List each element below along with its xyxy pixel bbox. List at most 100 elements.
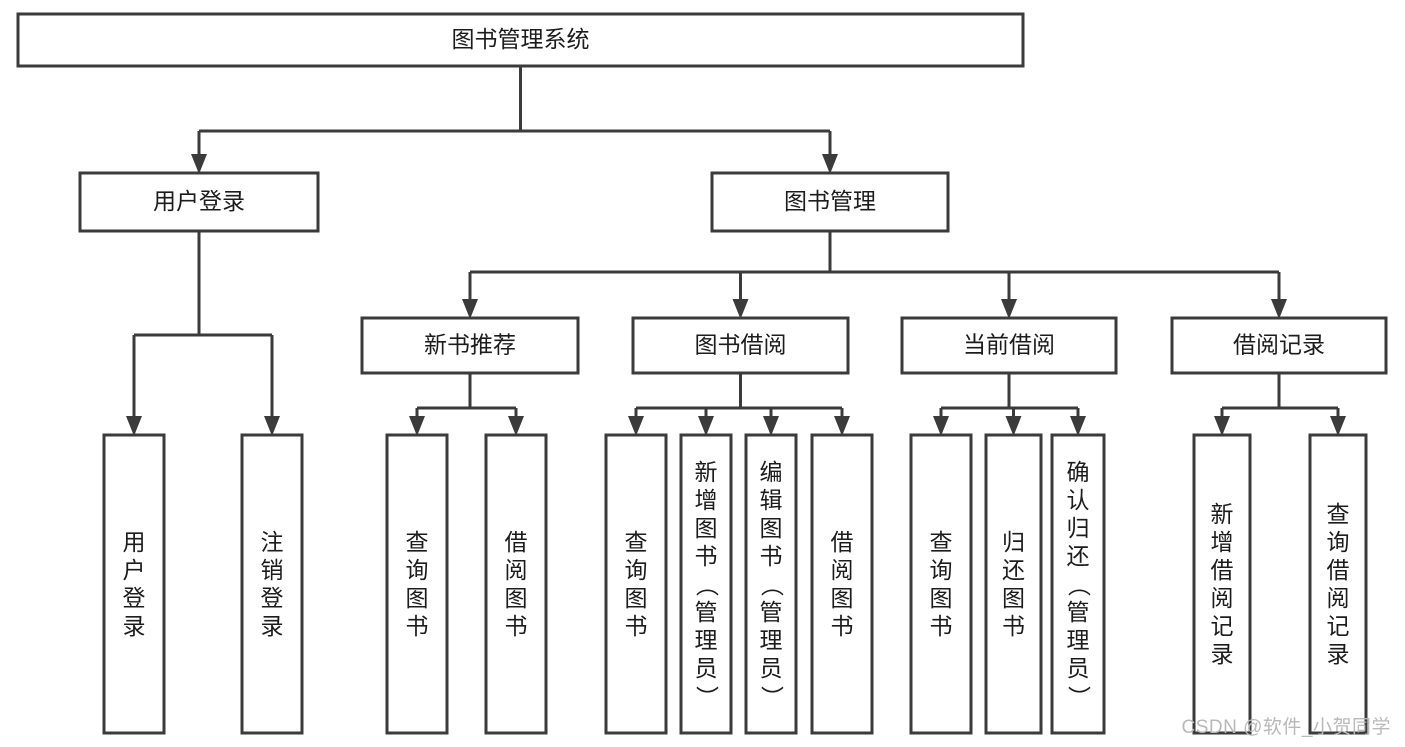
node-label-leaf-query-borrow-record-char-5: 录 (1327, 641, 1350, 667)
node-label-book-management: 图书管理 (784, 188, 876, 214)
arrow-head-icon (1001, 299, 1017, 319)
arrow-head-icon (822, 154, 838, 174)
node-new-book-recommend[interactable]: 新书推荐 (360, 316, 580, 375)
node-label-leaf-confirm-return-admin-char-8: ） (1066, 686, 1092, 709)
node-label-leaf-add-book-admin-char-8: ） (694, 686, 720, 709)
node-user-login[interactable]: 用户登录 (78, 171, 320, 233)
node-label-leaf-borrow-book-1-char-1: 阅 (505, 557, 528, 583)
node-label-leaf-confirm-return-admin-char-0: 确 (1067, 459, 1090, 485)
node-label-leaf-add-book-admin-char-1: 增 (695, 487, 718, 513)
node-label-leaf-add-borrow-record-char-5: 录 (1211, 641, 1234, 667)
node-box-user-login (78, 171, 320, 233)
node-box-leaf-add-borrow-record (1192, 433, 1252, 735)
node-label-leaf-query-book-1-char-0: 查 (406, 529, 429, 555)
node-leaf-user-login[interactable]: 用户登录 (102, 433, 166, 735)
node-label-leaf-query-book-2-char-2: 图 (625, 585, 648, 611)
arrow-head-icon (1330, 416, 1346, 436)
node-book-borrow[interactable]: 图书借阅 (631, 316, 850, 375)
node-label-leaf-add-book-admin-char-6: 理 (695, 627, 718, 653)
node-label-root: 图书管理系统 (452, 26, 590, 52)
node-box-leaf-confirm-return-admin (1050, 433, 1106, 735)
node-label-leaf-add-book-admin-char-0: 新 (695, 459, 718, 485)
node-label-new-book-recommend: 新书推荐 (424, 332, 516, 358)
node-root[interactable]: 图书管理系统 (16, 12, 1025, 68)
node-label-leaf-add-borrow-record-char-4: 记 (1211, 613, 1234, 639)
node-label-leaf-add-book-admin-char-4: （ (694, 574, 720, 597)
node-label-leaf-query-book-2-char-0: 查 (625, 529, 648, 555)
arrow-head-icon (264, 416, 280, 436)
arrow-head-icon (1214, 416, 1230, 436)
node-label-leaf-edit-book-admin-char-5: 管 (760, 599, 783, 625)
node-label-leaf-user-login-char-0: 用 (123, 529, 146, 555)
node-current-borrow[interactable]: 当前借阅 (900, 316, 1118, 375)
node-label-leaf-query-book-1-char-3: 书 (406, 613, 429, 639)
node-label-leaf-edit-book-admin-char-1: 辑 (760, 487, 783, 513)
node-label-leaf-confirm-return-admin-char-4: （ (1066, 574, 1092, 597)
node-box-leaf-query-book-2 (604, 433, 668, 735)
arrow-head-icon (409, 416, 425, 436)
arrow-head-icon (1070, 416, 1086, 436)
arrow-head-icon (508, 416, 524, 436)
node-label-leaf-add-book-admin-char-2: 图 (695, 515, 718, 541)
node-box-leaf-user-login (102, 433, 166, 735)
node-label-leaf-confirm-return-admin-char-2: 归 (1067, 515, 1090, 541)
node-label-leaf-query-book-2-char-1: 询 (625, 557, 648, 583)
node-label-leaf-query-borrow-record-char-0: 查 (1327, 501, 1350, 527)
node-box-leaf-query-borrow-record (1308, 433, 1368, 735)
node-box-leaf-query-book-3 (909, 433, 973, 735)
arrow-head-icon (126, 416, 142, 436)
arrow-head-icon (732, 299, 749, 319)
node-label-leaf-user-login-char-1: 户 (123, 557, 146, 583)
node-book-management[interactable]: 图书管理 (710, 171, 950, 233)
arrow-head-icon (1005, 416, 1022, 436)
node-label-leaf-add-book-admin-char-5: 管 (695, 599, 718, 625)
node-box-book-management (710, 171, 950, 233)
arrow-head-icon (628, 416, 644, 436)
node-box-current-borrow (900, 316, 1118, 375)
node-label-leaf-query-book-2-char-3: 书 (625, 613, 648, 639)
node-label-leaf-query-book-3-char-2: 图 (930, 585, 953, 611)
node-box-leaf-borrow-book-1 (484, 433, 548, 735)
node-label-leaf-logout-login-char-0: 注 (261, 529, 284, 555)
node-box-leaf-add-book-admin (679, 433, 733, 735)
node-label-leaf-add-book-admin-char-3: 书 (695, 543, 718, 569)
node-label-leaf-edit-book-admin-char-4: （ (759, 574, 785, 597)
node-label-leaf-logout-login-char-2: 登 (261, 585, 284, 611)
node-box-book-borrow (631, 316, 850, 375)
node-label-leaf-borrow-book-1-char-3: 书 (505, 613, 528, 639)
node-box-leaf-edit-book-admin (744, 433, 798, 735)
arrow-head-icon (834, 416, 850, 436)
node-box-leaf-return-book (984, 433, 1043, 735)
node-label-leaf-query-borrow-record-char-3: 阅 (1327, 585, 1350, 611)
node-borrow-record[interactable]: 借阅记录 (1170, 316, 1388, 375)
node-label-book-borrow: 图书借阅 (695, 332, 787, 358)
node-label-leaf-logout-login-char-3: 录 (261, 613, 284, 639)
node-label-leaf-borrow-book-1-char-0: 借 (505, 529, 528, 555)
node-label-leaf-edit-book-admin-char-2: 图 (760, 515, 783, 541)
arrow-head-icon (698, 416, 714, 436)
node-box-borrow-record (1170, 316, 1388, 375)
node-label-leaf-query-book-1-char-1: 询 (406, 557, 429, 583)
node-label-user-login: 用户登录 (153, 188, 245, 214)
node-label-leaf-return-book-char-2: 图 (1002, 585, 1025, 611)
node-label-leaf-query-book-3-char-1: 询 (930, 557, 953, 583)
node-label-leaf-confirm-return-admin-char-6: 理 (1067, 627, 1090, 653)
node-label-leaf-query-borrow-record-char-2: 借 (1327, 557, 1350, 583)
arrow-head-icon (462, 299, 478, 319)
node-label-leaf-add-book-admin-char-7: 员 (695, 655, 718, 681)
nodes-layer: 图书管理系统用户登录图书管理新书推荐图书借阅当前借阅借阅记录用户登录注销登录查询… (16, 12, 1388, 735)
node-label-leaf-edit-book-admin-char-6: 理 (760, 627, 783, 653)
